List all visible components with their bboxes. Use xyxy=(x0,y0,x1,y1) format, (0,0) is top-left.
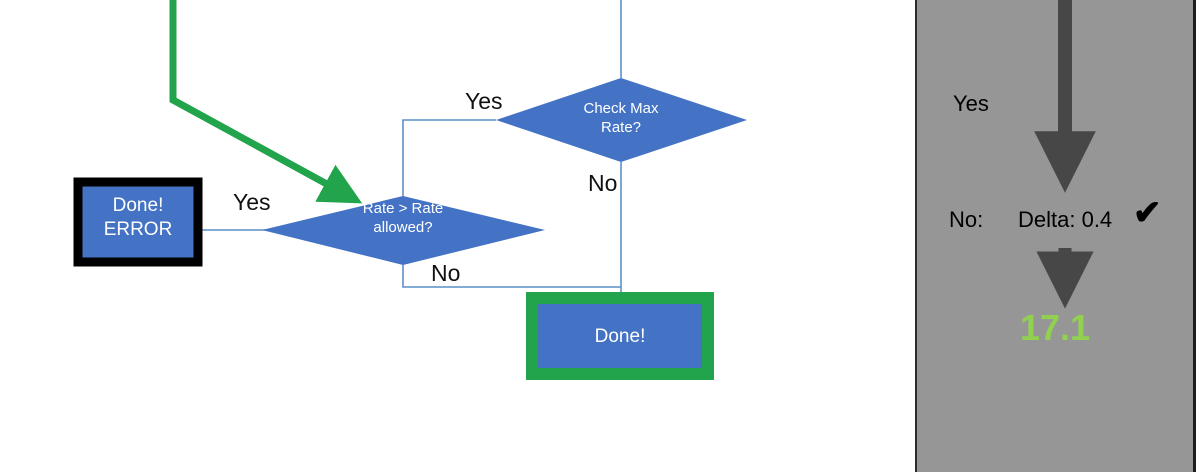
connector-check-max-yes xyxy=(402,119,496,196)
node-rate-gt-rate-allowed[interactable] xyxy=(262,196,545,265)
edge-label-rate-yes: Yes xyxy=(233,189,271,215)
node-done-error[interactable] xyxy=(73,177,203,267)
panel-delta-label: Delta: 0.4 xyxy=(1018,207,1113,232)
panel-result-value: 17.1 xyxy=(1020,307,1091,348)
edge-label-check-max-no: No xyxy=(588,170,618,196)
panel-graphics xyxy=(1034,0,1096,309)
node-check-max-rate[interactable] xyxy=(496,78,747,162)
annotation-panel: Yes No: Delta: 0.4 ✔ 17.1 xyxy=(915,0,1196,472)
check-mark-icon: ✔ xyxy=(1133,194,1162,232)
connector-rate-no xyxy=(402,265,621,288)
panel-no-label: No: xyxy=(949,207,984,232)
edge-label-check-max-yes: Yes xyxy=(465,88,503,114)
panel-yes-label: Yes xyxy=(953,91,989,116)
node-done[interactable] xyxy=(526,292,714,380)
green-feedback-arrow xyxy=(169,0,363,204)
edge-label-rate-no: No xyxy=(431,260,461,286)
